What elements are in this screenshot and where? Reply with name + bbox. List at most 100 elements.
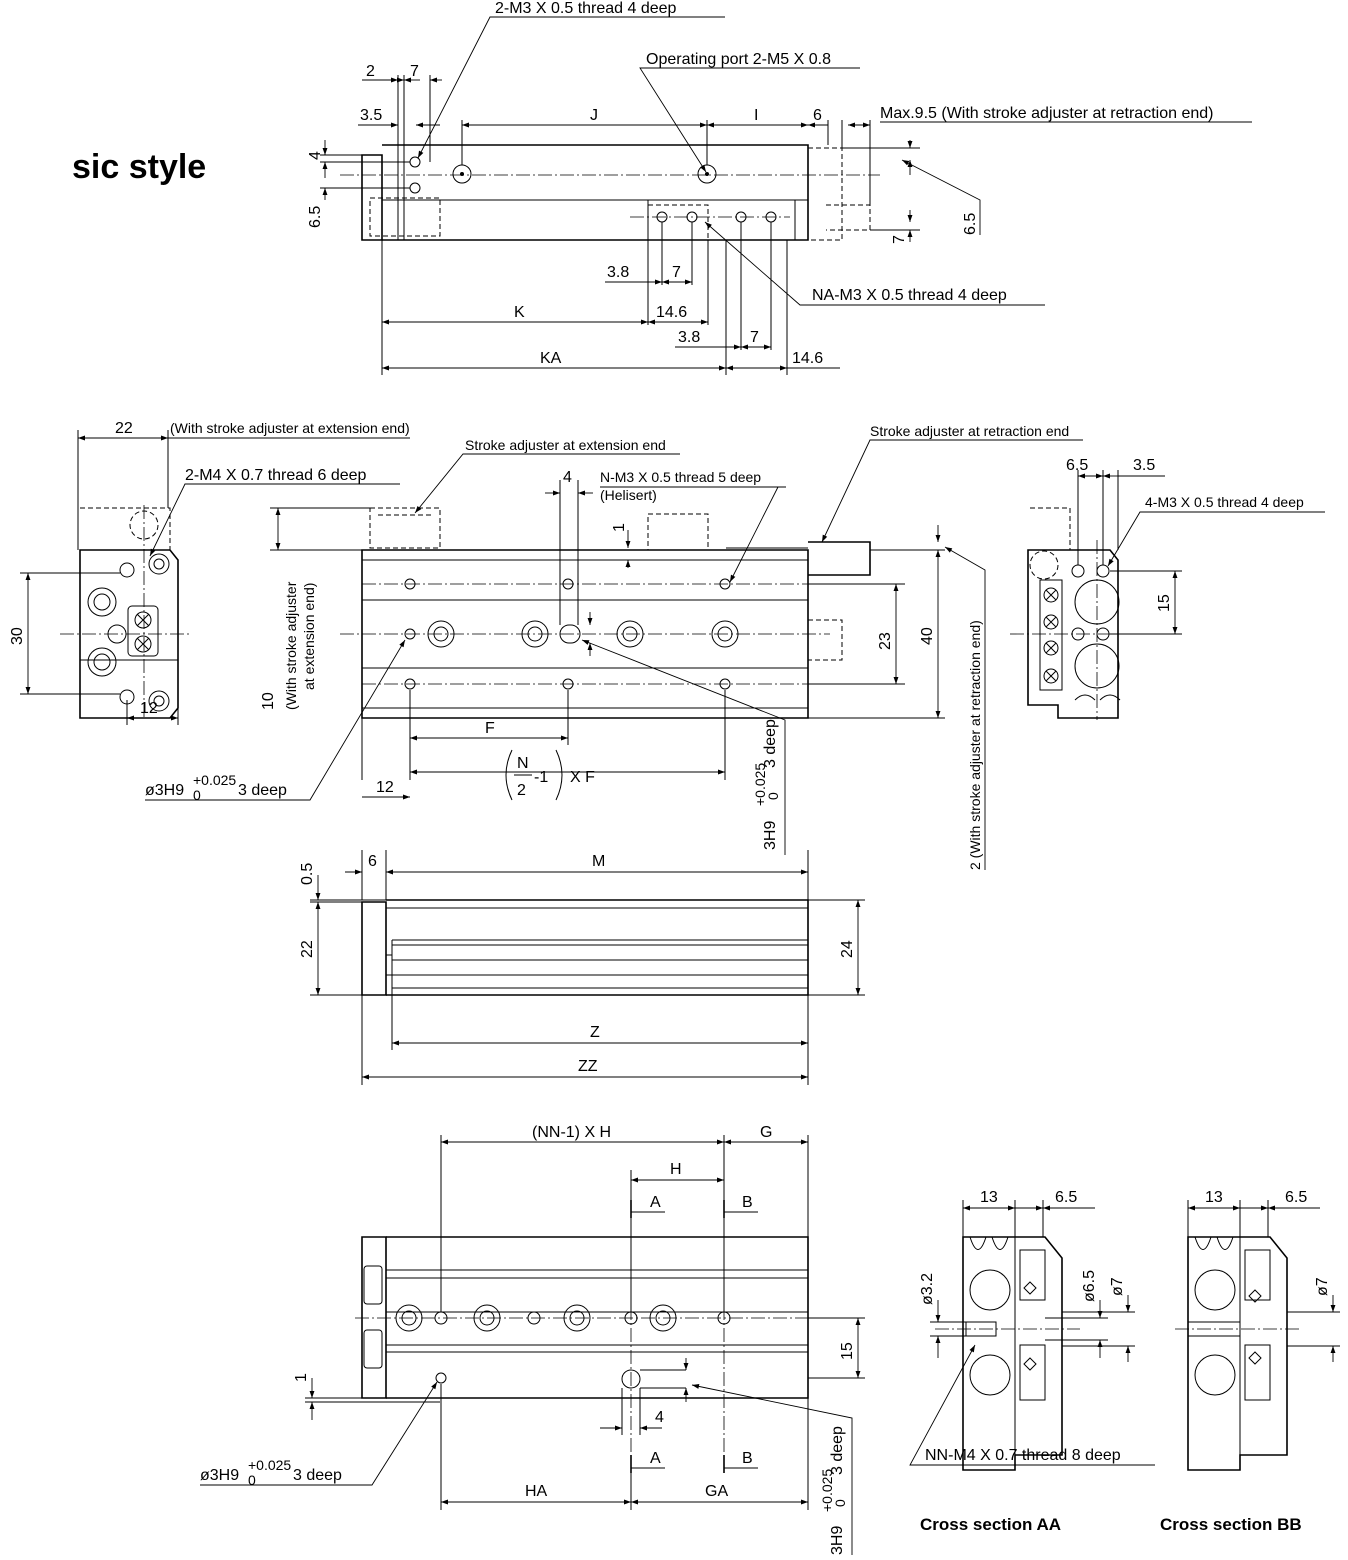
front-slot-tol-zero: 0 [765,792,781,800]
side-dim-22: 22 [115,420,133,437]
callout-na-thread: NA-M3 X 0.5 thread 4 deep [812,287,1007,304]
aa-dim-13: 13 [980,1189,998,1206]
side-dim-12: 12 [140,700,158,717]
dim-3-8-a: 3.8 [607,264,629,281]
aa-dim-7: ø7 [1109,1277,1126,1296]
dim-6-5-left: 6.5 [307,206,324,228]
front-ret-note: 2 (With stroke adjuster at retraction en… [967,620,983,870]
front-hole-tol-zero: 0 [193,787,201,803]
front-ext-note-1: (With stroke adjuster [283,581,299,710]
formula-n: N [517,755,529,772]
body-dim-ZZ: ZZ [578,1058,598,1075]
aa-dim-6-5: 6.5 [1055,1189,1077,1206]
end-callout: 4-M3 X 0.5 thread 4 deep [1145,494,1304,510]
section-A-top: A [650,1194,661,1211]
front-dim-10: 10 [260,692,277,710]
section-A-bottom: A [650,1450,661,1467]
bottom-slot-tol-zero: 0 [832,1499,848,1507]
bottom-hole-tol-zero: 0 [248,1472,256,1488]
bottom-dim-4: 4 [655,1409,664,1426]
body-dim-22: 22 [299,940,316,958]
front-view: Stroke adjuster at extension end Stroke … [145,423,1083,870]
bottom-dim-GA: GA [705,1483,728,1500]
front-hole-tol-plus: +0.025 [193,772,236,788]
bottom-dim-15: 15 [839,1342,856,1360]
end-dim-3-5: 3.5 [1133,457,1155,474]
body-dim-6: 6 [368,853,377,870]
dim-14-6-a: 14.6 [656,304,687,321]
end-dim-15: 15 [1156,594,1173,612]
front-dim-12: 12 [376,779,394,796]
front-dim-4: 4 [563,469,572,486]
front-slot-tol-plus: +0.025 [752,763,768,806]
bottom-hole-depth: 3 deep [293,1467,342,1484]
callout-operating-port: Operating port 2-M5 X 0.8 [646,51,831,68]
front-slot-depth: 3 deep [762,719,779,768]
front-dim-1: 1 [611,523,628,532]
body-dim-M: M [592,853,605,870]
bb-dim-6-5: 6.5 [1285,1189,1307,1206]
dim-KA: KA [540,350,562,367]
dim-2: 2 [366,63,375,80]
bottom-slot-depth: 3 deep [829,1426,846,1475]
front-hole-depth: 3 deep [238,782,287,799]
body-dim-24: 24 [839,940,856,958]
bb-dim-7: ø7 [1314,1277,1331,1296]
side-view: 22 (With stroke adjuster at extension en… [9,420,410,725]
section-B-top: B [742,1194,753,1211]
bb-dim-13: 13 [1205,1189,1223,1206]
body-dim-Z: Z [590,1024,600,1041]
dim-I: I [754,107,758,124]
front-hole-main: ø3H9 [145,782,184,799]
page-title: sic style [72,148,206,186]
front-dim-F: F [485,720,495,737]
front-dim-23: 23 [877,632,894,650]
aa-dim-3-2: ø3.2 [919,1273,936,1305]
bottom-dim-G: G [760,1124,772,1141]
end-view: 6.5 3.5 4-M3 X 0.5 thread 4 deep 15 [1010,457,1325,720]
dim-K: K [514,304,525,321]
callout-max-retraction: Max.9.5 (With stroke adjuster at retract… [880,105,1213,122]
aa-dim-6-5-dia: ø6.5 [1081,1270,1098,1302]
bottom-slot-main: 3H9 [829,1526,846,1555]
dim-6-5-right: 6.5 [962,213,979,235]
bottom-dim-1: 1 [293,1373,310,1382]
side-dim-30: 30 [9,627,26,645]
callout-stroke-ext: Stroke adjuster at extension end [465,437,666,453]
section-B-bottom: B [742,1450,753,1467]
callout-thread-top: 2-M3 X 0.5 thread 4 deep [495,0,677,17]
formula-2: 2 [517,782,526,799]
formula-minus-1: -1 [534,769,548,786]
cross-section-bb: 13 6.5 ø7 Cross section BB [1160,1189,1340,1534]
dim-3-5: 3.5 [360,107,382,124]
dim-3-8-b: 3.8 [678,329,700,346]
bottom-dim-HA: HA [525,1483,548,1500]
dim-14-6-b: 14.6 [792,350,823,367]
callout-helisert: (Helisert) [600,487,657,503]
callout-stroke-ret: Stroke adjuster at retraction end [870,423,1069,439]
dim-4-top: 4 [307,151,324,160]
bottom-dim-nn-h: (NN-1) X H [532,1124,611,1141]
callout-nn-thread: NN-M4 X 0.7 thread 8 deep [925,1447,1121,1464]
side-ext-note: (With stroke adjuster at extension end) [170,420,410,436]
cross-section-aa: 13 6.5 ø3.2 ø6.5 ø7 NN-M4 X 0.7 thread 8… [909,1189,1155,1534]
dim-7-a: 7 [672,264,681,281]
bottom-hole-tol-plus: +0.025 [248,1457,291,1473]
side-callout-m4: 2-M4 X 0.7 thread 6 deep [185,467,367,484]
top-view: 2-M3 X 0.5 thread 4 deep Operating port … [307,0,1252,375]
bottom-slot-tol-plus: +0.025 [819,1469,835,1512]
front-slot-main: 3H9 [762,821,779,850]
dim-J: J [590,107,598,124]
dim-7-top: 7 [410,63,419,80]
dim-6: 6 [813,107,822,124]
label-cross-section-bb: Cross section BB [1160,1515,1302,1534]
body-view: 6 M 0.5 22 24 Z ZZ [299,850,865,1085]
bottom-hole-main: ø3H9 [200,1467,239,1484]
callout-n-thread: N-M3 X 0.5 thread 5 deep [600,469,761,485]
body-dim-0-5: 0.5 [299,863,316,885]
formula-xf: X F [570,769,595,786]
bottom-view: (NN-1) X H G H A B A B 15 1 4 [200,1124,865,1555]
front-ext-note-2: at extension end) [301,583,317,690]
end-dim-6-5: 6.5 [1066,457,1088,474]
